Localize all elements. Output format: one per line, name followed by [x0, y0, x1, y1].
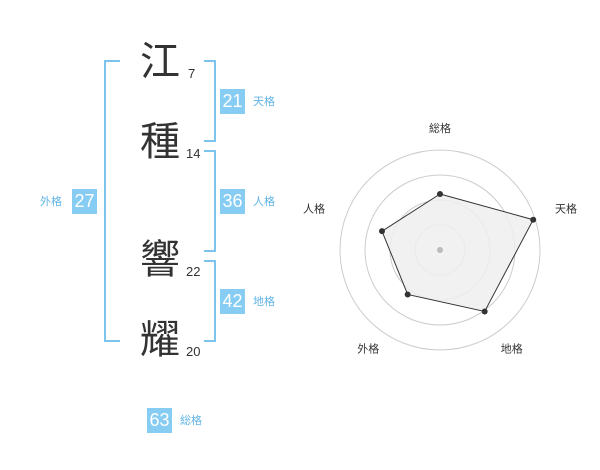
soukaku-score: 63	[147, 408, 172, 433]
radar-area	[381, 193, 534, 313]
name-character-3: 響	[140, 237, 180, 283]
gaikaku-label: 外格	[40, 195, 62, 208]
stroke-count-1: 7	[188, 66, 196, 81]
radar-axis-label: 天格	[555, 201, 577, 215]
radar-point	[378, 228, 385, 235]
tenkaku-score: 21	[220, 89, 245, 114]
radar-point	[404, 291, 411, 298]
name-character-4: 耀	[140, 317, 180, 363]
radar-axis-label: 人格	[303, 201, 325, 215]
radar-point	[530, 216, 537, 223]
stroke-count-4: 20	[186, 344, 201, 359]
gaikaku-score: 27	[72, 189, 97, 214]
stroke-count-2: 14	[186, 146, 201, 161]
radar-point	[437, 191, 443, 197]
radar-axis-label: 地格	[501, 342, 523, 356]
chikaku-score: 42	[220, 289, 245, 314]
jinkaku-label: 人格	[253, 195, 275, 208]
radar-axis-label: 外格	[357, 342, 379, 356]
tenkaku-bracket	[204, 60, 216, 142]
radar-center	[437, 247, 443, 253]
soukaku-label: 総格	[180, 414, 202, 427]
jinkaku-bracket	[204, 150, 216, 252]
name-character-1: 江	[140, 39, 180, 85]
tenkaku-label: 天格	[253, 95, 275, 108]
radar-axis-label: 総格	[429, 121, 451, 135]
name-character-2: 種	[140, 119, 180, 165]
radar-point	[481, 308, 488, 315]
stroke-count-3: 22	[186, 264, 201, 279]
radar-ring	[339, 149, 541, 351]
jinkaku-score: 36	[220, 189, 245, 214]
chikaku-bracket	[204, 260, 216, 342]
gaikaku-bracket	[104, 60, 120, 342]
chikaku-label: 地格	[253, 295, 275, 308]
